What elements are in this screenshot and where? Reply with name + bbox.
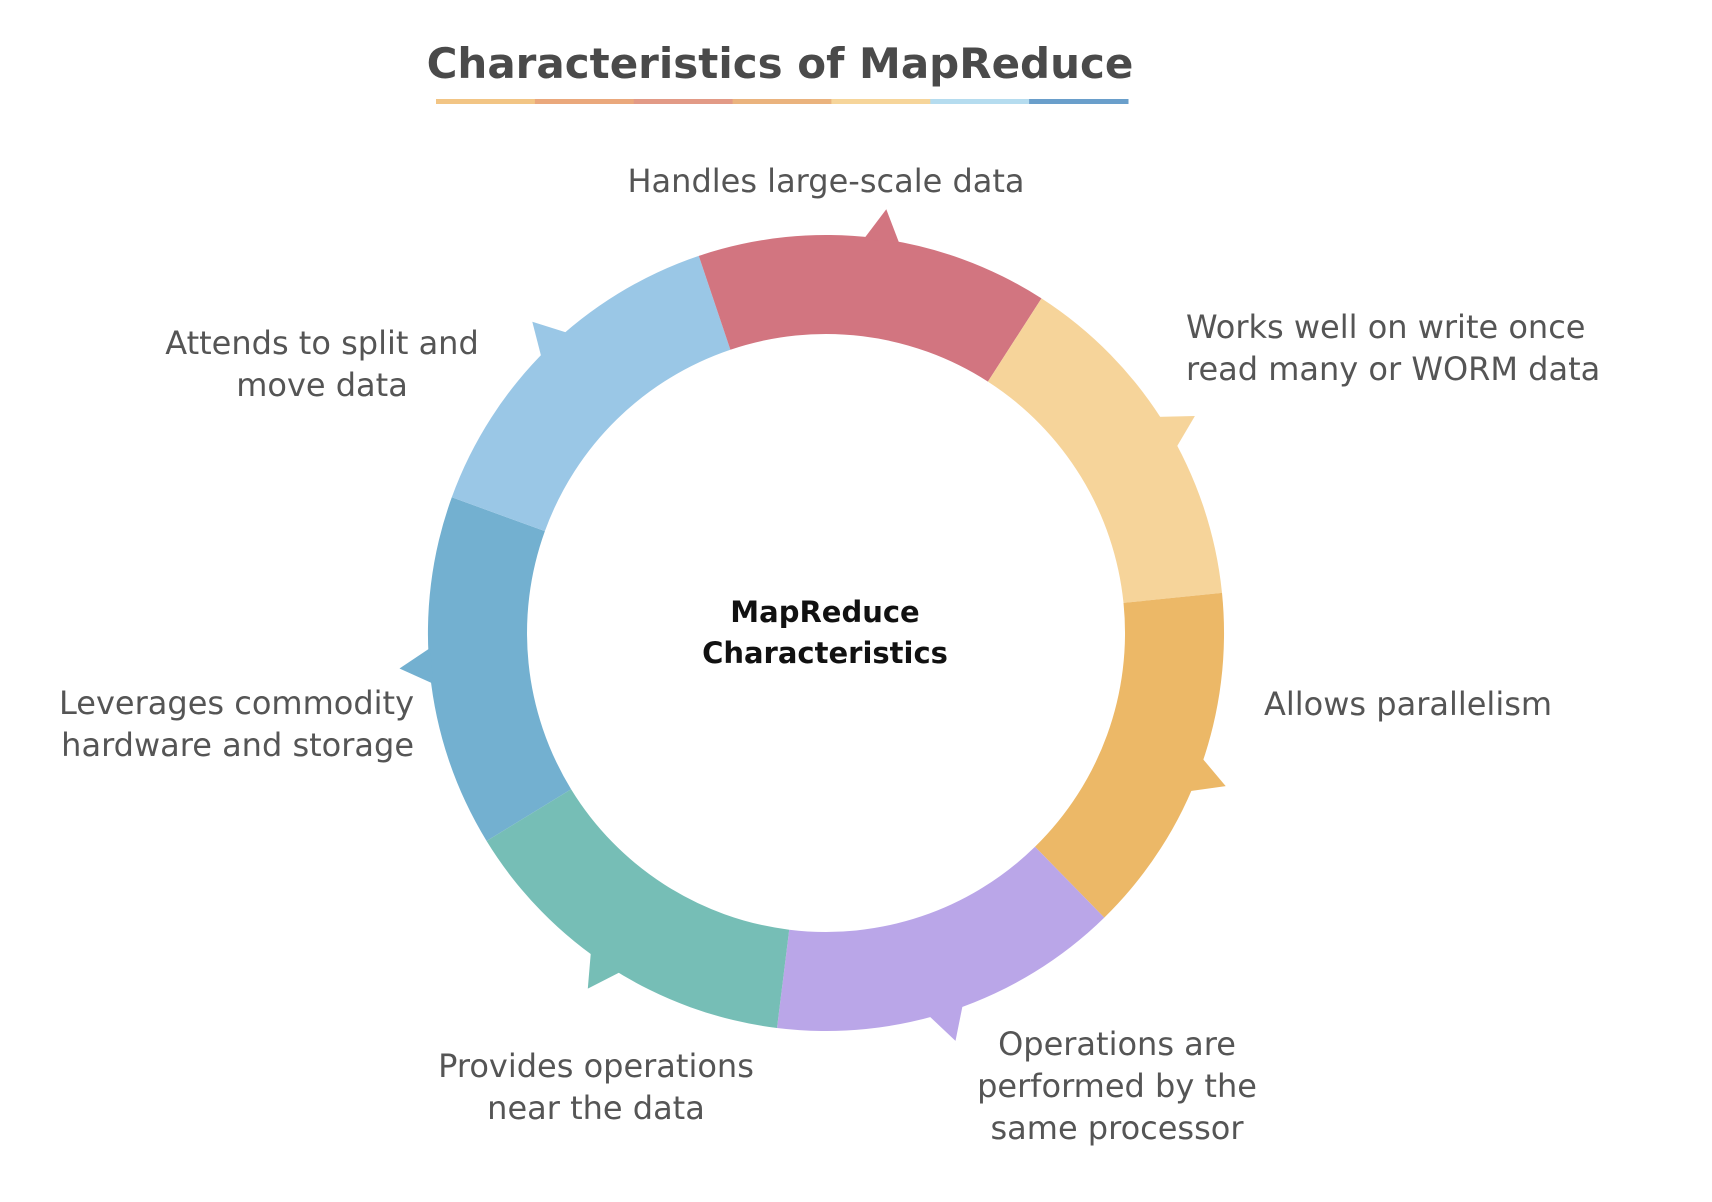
title-underline <box>436 99 1129 104</box>
segment-label-6-line-1: Leverages commodity <box>59 684 414 722</box>
segment-label-2-line-1: Works well on write once <box>1186 308 1585 346</box>
ring-segment-3-arrow <box>864 209 900 244</box>
ring-segment-4-arrow <box>1157 416 1195 448</box>
ring-segment-7 <box>486 789 790 1028</box>
segment-label-2-line-2: read many or WORM data <box>1186 350 1600 388</box>
title-underline-segment <box>436 99 536 104</box>
segment-label-6-line-2: hardware and storage <box>61 726 414 764</box>
title-underline-segment <box>930 99 1030 104</box>
segment-label-6: Leverages commodity hardware and storage <box>59 684 414 764</box>
cycle-ring <box>399 209 1226 1041</box>
ring-segment-3 <box>698 235 1042 382</box>
segment-label-4-line-1: Operations are <box>998 1025 1236 1063</box>
title-underline-segment <box>831 99 931 104</box>
title-underline-segment <box>1029 99 1129 104</box>
segment-label-5-line-1: Provides operations <box>438 1047 754 1085</box>
segment-label-4: Operations are performed by the same proce… <box>977 1025 1257 1147</box>
ring-segment-5-arrow <box>1189 757 1226 792</box>
segment-label-4-line-3: same processor <box>990 1109 1244 1147</box>
segment-label-1: Handles large-scale data <box>627 162 1024 200</box>
title-underline-segment <box>633 99 734 104</box>
ring-segment-2 <box>451 255 731 532</box>
ring-segment-7-arrow <box>587 951 621 989</box>
ring-segment-1-arrow <box>399 647 434 684</box>
ring-segment-4 <box>987 298 1222 603</box>
ring-segment-6 <box>777 846 1105 1032</box>
ring-segment-6-arrow <box>928 1004 963 1041</box>
title-underline-segment <box>534 99 635 104</box>
segment-label-7-line-2: move data <box>236 366 408 404</box>
segment-label-5-line-2: near the data <box>487 1089 705 1127</box>
segment-label-3-line-1: Allows parallelism <box>1264 685 1552 723</box>
center-label-line-1: MapReduce <box>730 595 919 629</box>
ring-segment-1 <box>427 497 572 841</box>
ring-segment-2-arrow <box>532 321 568 358</box>
segment-label-7: Attends to split and move data <box>165 324 479 404</box>
segment-label-4-line-2: performed by the <box>977 1067 1257 1105</box>
title-underline-segment <box>732 99 832 104</box>
center-label-line-2: Characteristics <box>702 636 948 670</box>
page-title: Characteristics of MapReduce <box>427 39 1134 88</box>
segment-label-5: Provides operations near the data <box>438 1047 754 1127</box>
segment-label-7-line-1: Attends to split and <box>165 324 479 362</box>
segment-label-3: Allows parallelism <box>1264 685 1552 723</box>
ring-segment-5 <box>1035 592 1225 918</box>
segment-label-2: Works well on write once read many or WOR… <box>1186 308 1600 388</box>
segment-label-1-line-1: Handles large-scale data <box>627 162 1024 200</box>
